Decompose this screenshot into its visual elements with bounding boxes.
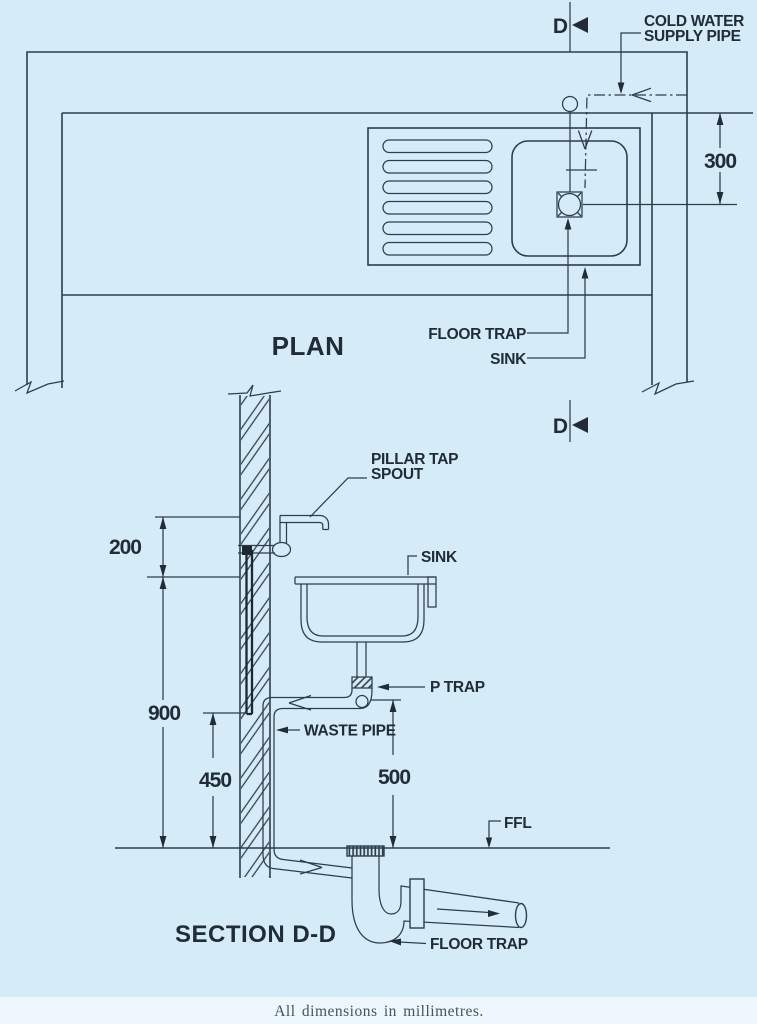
- section-title: SECTION D-D: [175, 921, 337, 948]
- dim-arrow-up: [209, 713, 217, 725]
- floor-trap-leader: [527, 228, 569, 334]
- supply-pipe-vertical: [245, 550, 254, 716]
- plan-title: PLAN: [272, 331, 345, 361]
- drainboard-slot: [382, 159, 493, 174]
- drainboard-slot: [382, 139, 493, 154]
- flow-arrow-shaft: [436, 908, 490, 914]
- dim-arrow-up: [159, 577, 167, 589]
- drainboard-slot: [382, 221, 493, 236]
- break-mark-left: [14, 380, 65, 395]
- plan-view: COLD WATER SUPPLY PIPE 300 FLOOR TRAP SI…: [14, 2, 753, 442]
- tap-spout-arm: [279, 514, 320, 524]
- p-trap-label: P TRAP: [430, 679, 485, 696]
- pillar-tap-label-line2: SPOUT: [371, 466, 424, 483]
- dim-300-value: 300: [704, 150, 736, 173]
- drainboard-slot: [382, 200, 493, 215]
- section-marker-bottom: D: [553, 415, 568, 438]
- room-wall-outline: [26, 51, 688, 385]
- dim-arrow-down: [159, 836, 167, 848]
- sink-label-plan: SINK: [490, 351, 527, 368]
- dim-200-value: 200: [109, 536, 141, 559]
- drainboard-slot: [382, 241, 493, 256]
- floor-trap-inlet: [351, 856, 380, 900]
- leader-arrow-down: [485, 837, 493, 848]
- section-view: PILLAR TAP SPOUT 200 900 450 500 SINK: [109, 384, 610, 953]
- break-mark-right: [641, 380, 695, 396]
- floor-trap-leader-section: [398, 941, 427, 945]
- dim-900-value: 900: [148, 702, 180, 725]
- sink-bowl-outer: [300, 584, 425, 643]
- sink-bracket: [427, 576, 437, 608]
- dim-arrow-up: [159, 517, 167, 529]
- dim-arrow-down: [716, 192, 724, 204]
- sink-unit-outline: [367, 127, 641, 266]
- dim-arrow-up: [389, 700, 397, 712]
- tap-spout-hook: [319, 514, 330, 531]
- leader-arrow-left: [377, 683, 389, 691]
- dim-arrow-down: [389, 836, 397, 848]
- dimensions-note: All dimensions in millimetres.: [274, 1003, 484, 1020]
- flow-arrow-right: [299, 859, 323, 875]
- dim-arrow-up: [716, 113, 724, 125]
- leader-arrow-left: [389, 938, 401, 946]
- leader-arrow-up: [581, 267, 589, 279]
- floor-trap-label-section: FLOOR TRAP: [430, 936, 528, 953]
- leader-arrow-down: [617, 82, 625, 94]
- pillar-tap-label-line1: PILLAR TAP: [371, 451, 458, 468]
- section-arrow-icon: [572, 417, 588, 433]
- dim-500-value: 500: [378, 766, 410, 789]
- pipe-coupling: [409, 878, 425, 929]
- sink-leader-section: [407, 555, 417, 575]
- dim-arrow-down: [159, 565, 167, 577]
- wall-break-mark: [227, 384, 282, 397]
- drainboard-slot: [382, 180, 493, 195]
- sink-label-section: SINK: [421, 549, 458, 566]
- flow-arrow-right: [488, 910, 500, 917]
- floor-trap-grating: [346, 845, 385, 857]
- waste-pipe-outer: [262, 688, 353, 879]
- wall-hatching: [241, 396, 269, 877]
- floor-trap-u-inner: [378, 885, 520, 915]
- sink-drain-pipe: [356, 642, 367, 677]
- floor-trap-u-outer: [351, 899, 520, 944]
- tap-riser: [279, 522, 288, 543]
- p-trap-elbow: [355, 694, 369, 709]
- ffl-leader: [488, 820, 501, 839]
- sink-leader: [527, 278, 586, 359]
- pillar-tap-leader: [309, 477, 367, 518]
- footer-band: [0, 997, 757, 1024]
- section-marker-top: D: [553, 15, 568, 38]
- cold-water-label-line2: SUPPLY PIPE: [644, 28, 741, 45]
- outlet-pipe-end: [514, 902, 528, 929]
- sink-bowl-inner: [306, 584, 419, 637]
- flow-arrow-down: [577, 130, 593, 150]
- tap-body: [271, 541, 292, 558]
- floor-trap-corners: [557, 192, 582, 217]
- floor-trap-label-plan: FLOOR TRAP: [428, 326, 526, 343]
- waste-pipe-label: WASTE PIPE: [304, 723, 396, 740]
- flow-arrow-left: [631, 87, 652, 103]
- waste-pipe-inner: [273, 688, 373, 869]
- ffl-label: FFL: [504, 815, 532, 832]
- floor-trap-outlet: [557, 192, 582, 217]
- dim-450-value: 450: [199, 769, 231, 792]
- p-trap-fitting: [351, 676, 373, 689]
- section-arrow-icon: [572, 17, 588, 33]
- leader-arrow-up: [564, 218, 572, 230]
- sink-rim: [294, 576, 436, 585]
- dim-arrow-down: [209, 836, 217, 848]
- leader-arrow-left: [276, 726, 288, 734]
- cold-water-label-line1: COLD WATER: [644, 13, 744, 30]
- cold-water-leader: [620, 32, 641, 84]
- flow-arrow-left: [288, 694, 312, 711]
